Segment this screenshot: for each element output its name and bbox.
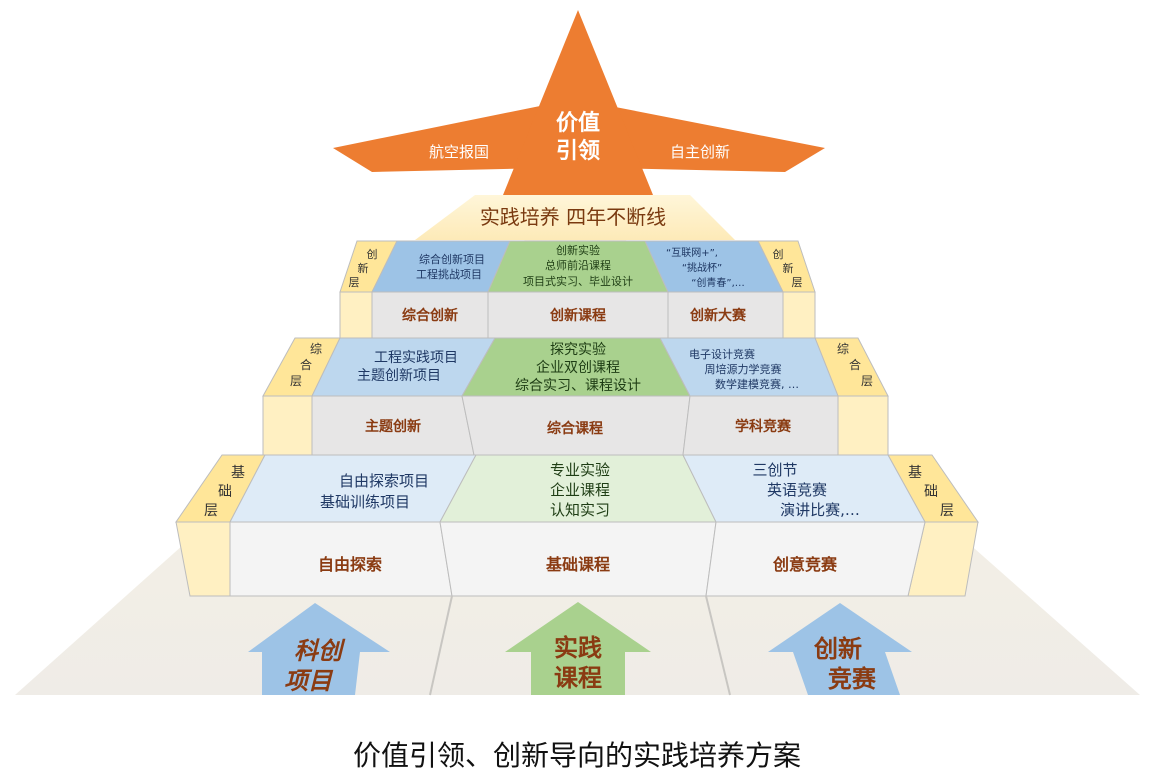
base-side-left-char1: 基 [231, 464, 245, 481]
base-center-item3: 认知实习 [550, 501, 610, 519]
arrow-left-shape [248, 603, 390, 695]
base-center-item1: 专业实验 [550, 461, 610, 479]
mid-lower-label-right: 学科竞赛 [735, 418, 792, 435]
mid-left-item1: 工程实践项目 [374, 350, 458, 366]
top-lower-label-right: 创新大赛 [689, 307, 747, 324]
tier-top: 创 新 层 创 新 层 综合创新项目 工程挑战项目 创新实验 总师前沿课程 项目… [339, 240, 816, 339]
mid-center-item2: 企业双创课程 [536, 359, 620, 376]
mid-side-right-front [837, 395, 889, 456]
top-lower-label-center: 创新课程 [549, 307, 606, 324]
top-center-item3: 项目式实习、毕业设计 [523, 274, 633, 288]
arrow-left-line1: 科创 [294, 637, 346, 665]
arrow-center-line2: 课程 [554, 664, 602, 692]
base-side-right-char3: 层 [940, 503, 954, 519]
top-side-right-char3: 层 [792, 276, 803, 289]
top-side-left-char3: 层 [349, 276, 360, 289]
top-center-item2: 总师前沿课程 [545, 258, 611, 272]
top-left-item1: 综合创新项目 [419, 252, 485, 266]
base-center-item2: 企业课程 [550, 481, 610, 499]
top-lower-label-left: 综合创新 [402, 307, 458, 324]
arrow-left-line2: 项目 [284, 667, 334, 695]
base-left-item2: 基础训练项目 [320, 493, 410, 511]
top-side-right-char1: 创 [773, 248, 784, 261]
top-right-item3: “创青春”,… [691, 276, 745, 289]
arrow-right-line2: 竞赛 [828, 665, 877, 693]
apex-left-wing [333, 105, 545, 172]
mid-right-item1: 电子设计竞赛 [689, 347, 755, 361]
banner-text: 实践培养 四年不断线 [480, 205, 666, 229]
mid-side-left-front [262, 395, 313, 456]
top-right-item2: “挑战杯” [682, 261, 722, 274]
top-side-right-char2: 新 [783, 261, 794, 275]
top-center-item1: 创新实验 [556, 243, 600, 257]
base-side-left-char3: 层 [204, 503, 218, 519]
tier-middle: 综 合 层 综 合 层 工程实践项目 主题创新项目 探究实验 企业双创课程 综合… [262, 337, 889, 456]
top-side-left-front [339, 291, 373, 339]
arrow-center-line1: 实践 [554, 634, 602, 662]
base-side-right-char2: 础 [924, 484, 938, 500]
mid-side-right-char3: 层 [861, 374, 873, 388]
mid-right-item2: 周培源力学竞赛 [705, 362, 782, 376]
mid-side-left-char3: 层 [290, 374, 302, 388]
base-lower-label-center: 基础课程 [545, 555, 610, 574]
base-right-item2: 英语竞赛 [767, 481, 827, 499]
base-side-left-char2: 础 [218, 484, 232, 500]
apex-center-line2: 引领 [556, 138, 600, 164]
mid-side-right-char2: 合 [849, 357, 861, 372]
base-right-item3: 演讲比赛,… [780, 501, 860, 519]
apex-center-line1: 价值 [556, 110, 600, 136]
caption: 价值引领、创新导向的实践培养方案 [353, 739, 801, 772]
top-side-left-char1: 创 [367, 248, 378, 261]
ground-divider-right [705, 595, 731, 696]
mid-center-item3: 综合实习、课程设计 [515, 378, 641, 394]
top-right-item1: “互联网+”, [666, 247, 718, 259]
base-lower-label-left: 自由探索 [318, 555, 382, 574]
base-side-right-char1: 基 [908, 464, 922, 481]
mid-center-item1: 探究实验 [550, 342, 606, 358]
mid-lower-label-center: 综合课程 [547, 420, 603, 437]
apex-spire [503, 10, 653, 195]
mid-right-item3: 数学建模竞赛, … [715, 377, 799, 391]
arrow-right-line1: 创新 [813, 635, 862, 663]
arrow-center-shape [505, 602, 651, 695]
base-left-item1: 自由探索项目 [339, 472, 429, 490]
mid-side-left-char1: 综 [310, 342, 322, 356]
arrow-center: 实践 课程 [505, 602, 651, 695]
ground-divider-left [429, 595, 453, 696]
arrow-right-shape [768, 603, 912, 695]
mid-side-left-char2: 合 [300, 357, 312, 372]
base-block-right [705, 521, 926, 597]
tier-base: 基 础 层 基 础 层 自由探索项目 基础训练项目 专业实验 企业课程 认知实习… [175, 454, 979, 597]
top-side-right-front [782, 291, 816, 339]
arrow-right: 创新 竞赛 [768, 603, 912, 695]
mid-side-right-char1: 综 [837, 342, 849, 356]
top-panel-left [371, 240, 511, 293]
apex: 价值 引领 航空报国 自主创新 [333, 10, 825, 195]
banner-band [415, 195, 735, 240]
mid-left-item2: 主题创新项目 [357, 368, 441, 384]
mid-lower-label-left: 主题创新 [365, 418, 421, 435]
apex-left-label: 航空报国 [429, 143, 489, 161]
arrow-left: 科创 项目 [248, 603, 390, 695]
top-side-left-char2: 新 [358, 261, 369, 275]
base-lower-label-right: 创意竞赛 [772, 555, 838, 574]
top-left-item2: 工程挑战项目 [416, 267, 482, 281]
base-right-item1: 三创节 [752, 461, 797, 479]
apex-right-label: 自主创新 [670, 143, 730, 161]
apex-right-wing [605, 105, 825, 172]
